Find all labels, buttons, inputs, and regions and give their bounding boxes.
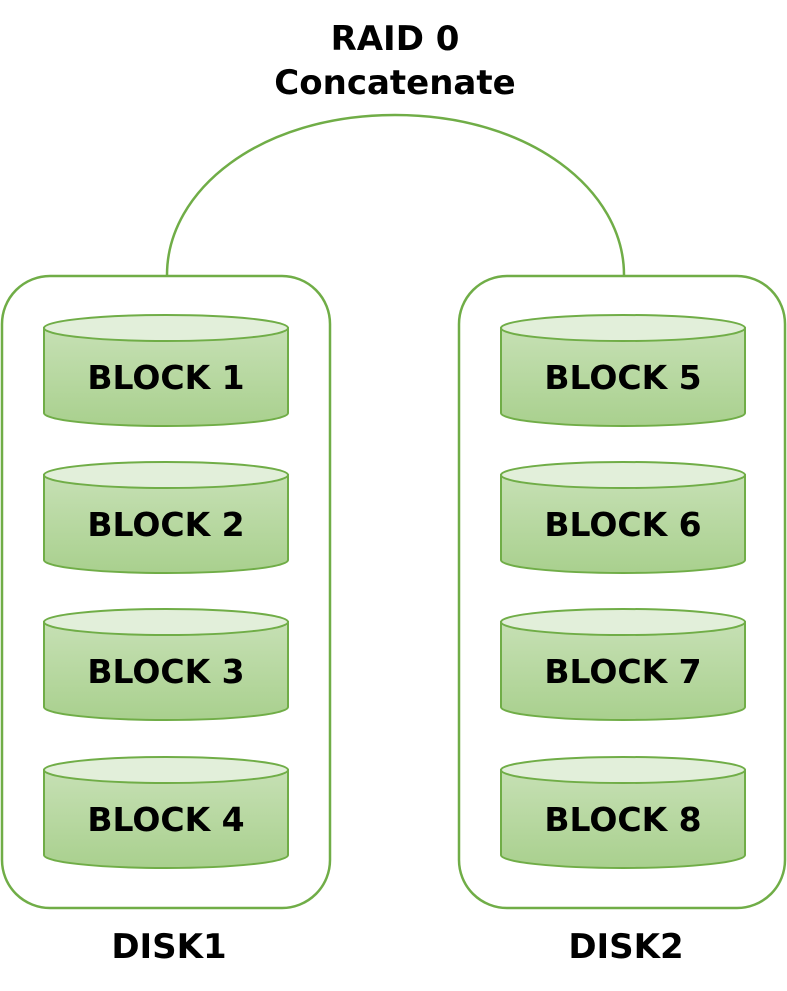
block-cylinder-top bbox=[43, 314, 289, 342]
disk-label: DISK1 bbox=[111, 927, 226, 967]
block-label: BLOCK 8 bbox=[544, 800, 701, 839]
block-label: BLOCK 5 bbox=[544, 358, 701, 397]
block-cylinder-top bbox=[500, 608, 746, 636]
storage-block: BLOCK 6 bbox=[500, 461, 746, 574]
storage-block: BLOCK 1 bbox=[43, 314, 289, 427]
storage-block: BLOCK 5 bbox=[500, 314, 746, 427]
storage-block: BLOCK 7 bbox=[500, 608, 746, 721]
block-label: BLOCK 1 bbox=[87, 358, 244, 397]
block-label: BLOCK 7 bbox=[544, 652, 701, 691]
disk-connector-arc bbox=[165, 113, 626, 276]
storage-block: BLOCK 4 bbox=[43, 756, 289, 869]
disk-container bbox=[0, 274, 332, 910]
block-cylinder-body bbox=[43, 327, 289, 427]
storage-block: BLOCK 2 bbox=[43, 461, 289, 574]
block-cylinder-top bbox=[43, 756, 289, 784]
disk-container bbox=[457, 274, 787, 910]
block-cylinder-body bbox=[500, 769, 746, 869]
disk-label: DISK2 bbox=[568, 927, 683, 967]
block-label: BLOCK 3 bbox=[87, 652, 244, 691]
block-cylinder-body bbox=[43, 474, 289, 574]
block-label: BLOCK 4 bbox=[87, 800, 244, 839]
block-cylinder-body bbox=[500, 327, 746, 427]
block-cylinder-body bbox=[43, 621, 289, 721]
storage-block: BLOCK 3 bbox=[43, 608, 289, 721]
diagram-title-line1: RAID 0 bbox=[331, 19, 460, 59]
block-cylinder-top bbox=[500, 461, 746, 489]
block-cylinder-top bbox=[500, 314, 746, 342]
block-cylinder-top bbox=[500, 756, 746, 784]
block-label: BLOCK 2 bbox=[87, 505, 244, 544]
disk-group-2: BLOCK 5 BLOCK 6 BLOCK 7 BLOCK 8 DISK2 bbox=[457, 274, 787, 967]
disk-group-1: BLOCK 1 BLOCK 2 BLOCK 3 BLOCK 4 DISK1 bbox=[0, 274, 332, 967]
block-label: BLOCK 6 bbox=[544, 505, 701, 544]
block-cylinder-body bbox=[500, 621, 746, 721]
block-cylinder-top bbox=[43, 608, 289, 636]
diagram-title-line2: Concatenate bbox=[274, 63, 515, 103]
block-cylinder-top bbox=[43, 461, 289, 489]
block-cylinder-body bbox=[43, 769, 289, 869]
block-cylinder-body bbox=[500, 474, 746, 574]
storage-block: BLOCK 8 bbox=[500, 756, 746, 869]
